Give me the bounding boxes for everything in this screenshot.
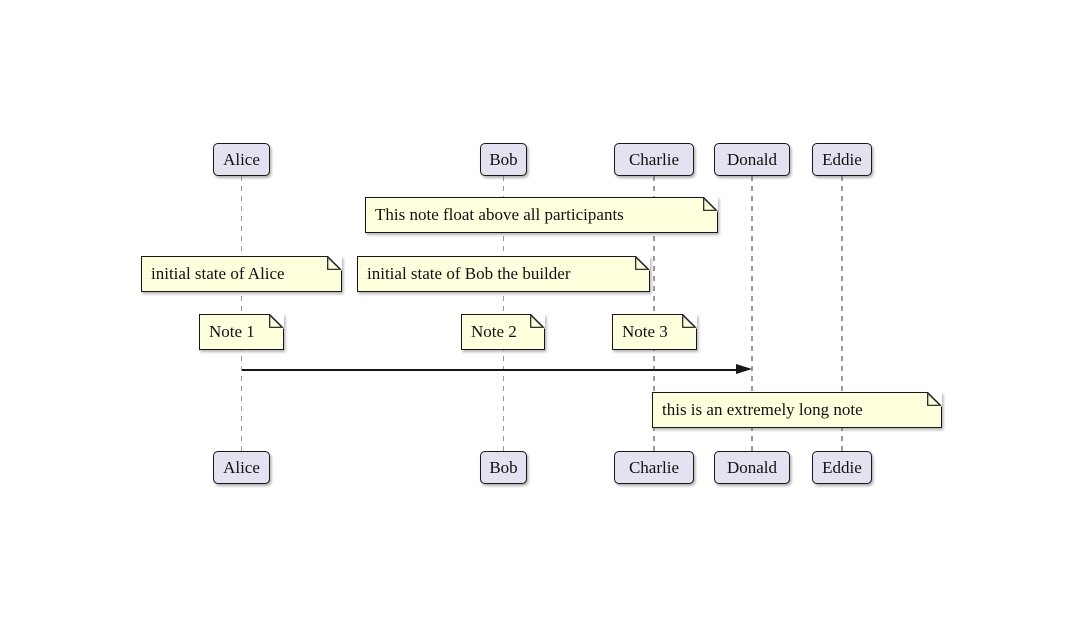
participant-top-eddie: Eddie	[812, 143, 872, 176]
note-2: Note 2	[461, 313, 546, 350]
note-initial-alice: initial state of Alice	[141, 255, 343, 292]
note-text: initial state of Bob the builder	[367, 264, 571, 283]
participant-top-bob: Bob	[480, 143, 527, 176]
note-fold-icon	[327, 255, 343, 271]
participant-label: Donald	[726, 149, 778, 169]
lifeline-donald	[751, 176, 753, 451]
note-1: Note 1	[199, 313, 285, 350]
note-text: Note 2	[471, 322, 517, 341]
participant-label: Donald	[726, 457, 778, 477]
participant-label: Charlie	[628, 149, 680, 169]
lifeline-charlie	[653, 176, 655, 451]
participant-label: Bob	[489, 457, 518, 477]
message-arrowhead-icon	[736, 364, 752, 375]
participant-top-alice: Alice	[213, 143, 270, 176]
note-fold-icon	[703, 196, 719, 212]
participant-label: Alice	[223, 457, 260, 477]
lifeline-eddie	[841, 176, 843, 451]
lifeline-alice	[240, 176, 243, 451]
participant-label: Eddie	[822, 457, 862, 477]
note-initial-bob: initial state of Bob the builder	[357, 255, 651, 292]
participant-top-donald: Donald	[714, 143, 790, 176]
participant-label: Eddie	[822, 149, 862, 169]
participant-bottom-alice: Alice	[213, 451, 270, 484]
participant-bottom-donald: Donald	[714, 451, 790, 484]
participant-bottom-bob: Bob	[480, 451, 527, 484]
note-fold-icon	[530, 313, 546, 329]
participant-label: Alice	[223, 149, 260, 169]
note-float-above: This note float above all participants	[365, 196, 719, 233]
note-fold-icon	[927, 391, 943, 407]
lifeline-bob	[502, 176, 505, 451]
participant-label: Charlie	[628, 457, 680, 477]
participant-label: Bob	[489, 149, 518, 169]
note-text: Note 1	[209, 322, 255, 341]
note-3: Note 3	[612, 313, 698, 350]
participant-top-charlie: Charlie	[614, 143, 694, 176]
note-extremely-long: this is an extremely long note	[652, 391, 943, 428]
note-text: Note 3	[622, 322, 668, 341]
note-fold-icon	[682, 313, 698, 329]
participant-bottom-eddie: Eddie	[812, 451, 872, 484]
note-text: initial state of Alice	[151, 264, 285, 283]
note-text: This note float above all participants	[375, 205, 624, 224]
note-text: this is an extremely long note	[662, 400, 863, 419]
note-fold-icon	[269, 313, 285, 329]
note-fold-icon	[635, 255, 651, 271]
message-arrow-line	[242, 369, 738, 371]
participant-bottom-charlie: Charlie	[614, 451, 694, 484]
